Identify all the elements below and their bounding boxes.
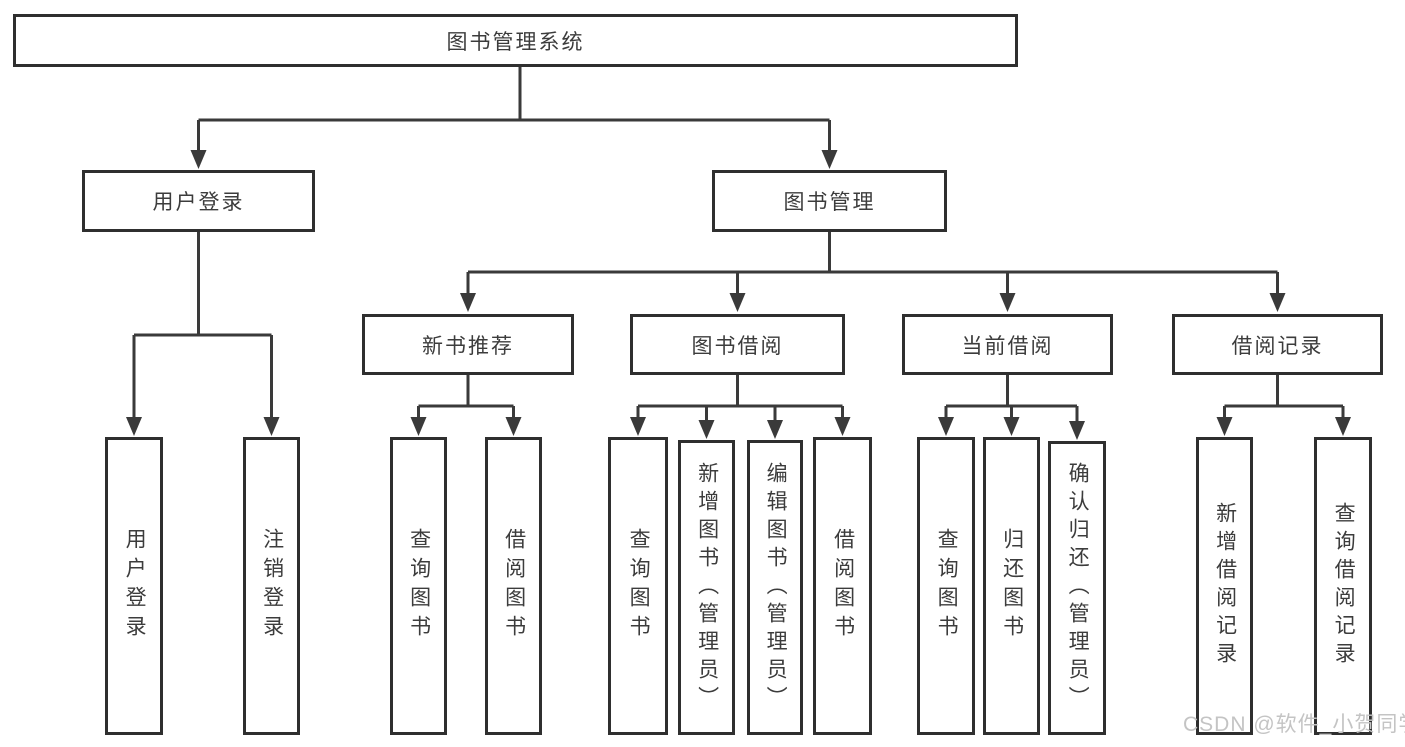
leaf-label: 新增图书（管理员） (695, 461, 719, 714)
node-label: 图书借阅 (691, 334, 784, 358)
leaf-user-login: 用户登录 (105, 437, 163, 735)
leaf-label: 查询图书 (935, 528, 959, 644)
leaf-label: 归还图书 (1000, 528, 1024, 644)
watermark: CSDN @软件_小贺同学 (1183, 713, 1405, 736)
leaf-query-borrow-record: 查询借阅记录 (1314, 437, 1372, 735)
node-user-login: 用户登录 (82, 170, 315, 232)
leaf-query-books-recommend: 查询图书 (390, 437, 447, 735)
node-label: 图书管理系统 (446, 30, 585, 54)
leaf-label: 查询图书 (627, 528, 651, 644)
node-new-book-recommend: 新书推荐 (362, 314, 574, 375)
leaf-borrow-books-borrowing: 借阅图书 (813, 437, 872, 735)
leaf-label: 新增借阅记录 (1213, 502, 1237, 670)
leaf-query-books-current: 查询图书 (917, 437, 975, 735)
leaf-add-borrow-record: 新增借阅记录 (1196, 437, 1253, 735)
leaf-logout: 注销登录 (243, 437, 300, 735)
leaf-label: 查询图书 (407, 528, 431, 644)
leaf-confirm-return-admin: 确认归还（管理员） (1048, 441, 1106, 735)
leaf-add-books-admin: 新增图书（管理员） (678, 440, 735, 735)
leaf-label: 查询借阅记录 (1332, 502, 1356, 670)
leaf-label: 确认归还（管理员） (1066, 462, 1090, 714)
leaf-label: 用户登录 (123, 528, 147, 644)
node-label: 用户登录 (152, 191, 245, 214)
node-label: 当前借阅 (961, 334, 1054, 358)
node-label: 借阅记录 (1231, 334, 1324, 358)
leaf-query-books-borrowing: 查询图书 (608, 437, 668, 735)
node-label: 图书管理 (783, 191, 876, 214)
leaf-label: 编辑图书（管理员） (764, 461, 788, 714)
node-book-management-system: 图书管理系统 (13, 14, 1018, 67)
node-borrowing-records: 借阅记录 (1172, 314, 1383, 375)
node-current-borrowing: 当前借阅 (902, 314, 1113, 375)
leaf-label: 借阅图书 (502, 528, 526, 644)
node-label: 新书推荐 (422, 334, 514, 358)
leaf-label: 注销登录 (260, 528, 284, 644)
leaf-label: 借阅图书 (831, 528, 855, 644)
leaf-return-books: 归还图书 (983, 437, 1040, 735)
node-book-borrowing: 图书借阅 (630, 314, 845, 375)
node-book-management: 图书管理 (712, 170, 947, 232)
leaf-borrow-books-recommend: 借阅图书 (485, 437, 542, 735)
leaf-edit-books-admin: 编辑图书（管理员） (747, 440, 803, 735)
